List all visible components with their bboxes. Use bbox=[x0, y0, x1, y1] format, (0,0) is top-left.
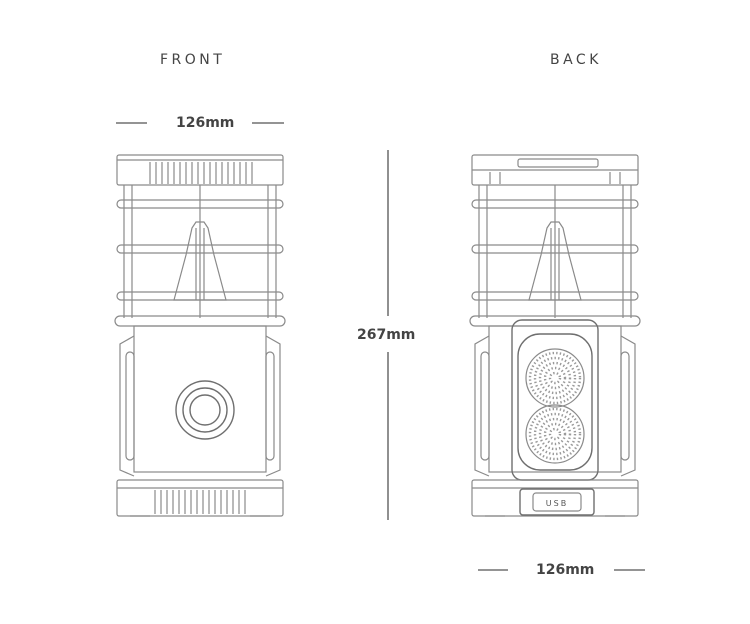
front-lantern bbox=[114, 154, 286, 517]
speaker-grille-top bbox=[528, 351, 582, 405]
back-view-title: BACK bbox=[550, 52, 602, 68]
back-top-vents bbox=[489, 172, 621, 184]
back-width-dimension: 126mm bbox=[536, 562, 595, 578]
dimension-lines bbox=[116, 122, 645, 571]
front-top-vents bbox=[149, 162, 253, 184]
back-lantern: USB bbox=[469, 154, 641, 517]
usb-label: USB bbox=[546, 499, 568, 508]
height-dimension: 267mm bbox=[357, 327, 416, 343]
front-width-dimension: 126mm bbox=[176, 115, 235, 131]
front-base-vents bbox=[154, 490, 246, 514]
front-view-title: FRONT bbox=[160, 52, 226, 68]
speaker-grille-bottom bbox=[528, 407, 582, 461]
